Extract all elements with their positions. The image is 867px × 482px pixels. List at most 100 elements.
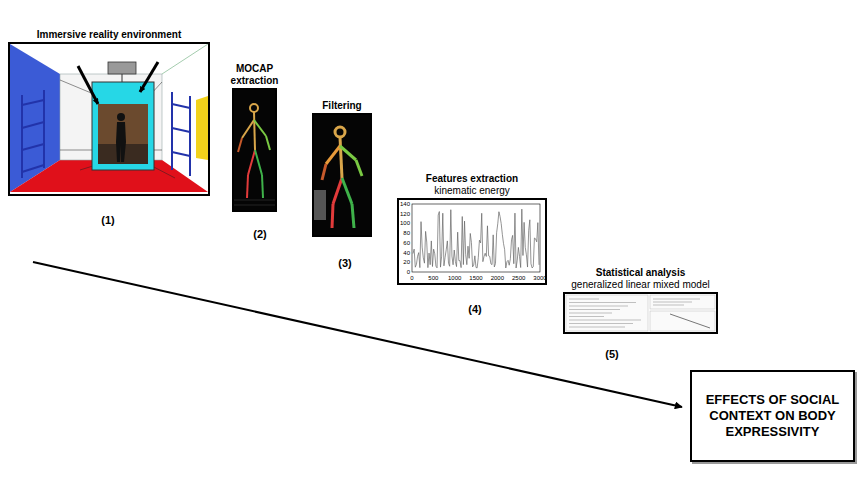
drawing-part — [117, 113, 125, 121]
axis-tick: 2000 — [491, 275, 504, 282]
drawing-part — [242, 120, 254, 138]
drawing-part — [238, 104, 270, 198]
drawing-part — [60, 150, 96, 151]
callout-number: (4) — [468, 303, 481, 315]
callout-number: (5) — [605, 348, 618, 360]
axis-tick: 40 — [403, 250, 410, 257]
callout-number: (1) — [101, 214, 114, 226]
drawing-part — [22, 165, 44, 172]
axis-tick: 2500 — [512, 275, 525, 282]
stage-title: Filtering — [306, 100, 378, 112]
drawing-part — [22, 100, 44, 105]
drawing-part — [569, 320, 641, 321]
axis-tick: 3000 — [533, 275, 546, 282]
drawing-part — [314, 190, 326, 220]
panel-heading: Immersive reality environment — [4, 29, 214, 41]
drawing-part — [569, 309, 620, 310]
drawing-part — [569, 302, 636, 303]
energy-chart — [397, 198, 547, 285]
drawing-part — [342, 178, 352, 204]
drawing-part — [43, 90, 45, 168]
axis-tick: 140 — [400, 201, 410, 208]
drawing-part — [250, 104, 258, 112]
text-area: EFFECTS OF SOCIAL CONTEXT ON BODY EXPRES… — [692, 372, 853, 460]
axis-tick: 1000 — [448, 275, 461, 282]
drawing-part — [569, 299, 599, 300]
stage-panel: MOCAP extraction — [232, 88, 277, 212]
panel-heading: Filtering — [306, 100, 378, 112]
mocap-illustration — [232, 88, 277, 212]
panel-heading: Statistical analysisgeneralized linear m… — [541, 267, 741, 291]
axis-tick: 500 — [428, 275, 438, 282]
drawing-part — [234, 200, 275, 201]
drawing-part — [352, 204, 354, 228]
stage-title: MOCAP extraction — [219, 63, 291, 87]
drawing-part — [322, 127, 362, 228]
drawing-part — [234, 200, 275, 205]
drawing-part — [247, 175, 248, 198]
drawing-part — [412, 204, 540, 272]
drawing-part — [356, 160, 362, 176]
drawing-part — [569, 316, 604, 317]
room-illustration — [9, 43, 209, 195]
software-screenshot — [563, 292, 718, 334]
drawing-part — [266, 136, 270, 150]
drawing-part — [322, 164, 326, 180]
axis-tick: 120 — [400, 211, 410, 218]
stage-title: Immersive reality environment — [4, 29, 214, 41]
axis-tick: 60 — [403, 240, 410, 247]
drawing-part — [78, 66, 98, 104]
drawing-part — [653, 305, 684, 306]
axis-tick: 1500 — [469, 275, 482, 282]
drawing-part — [238, 138, 242, 152]
stage-panel: Filtering — [312, 113, 372, 237]
callout-number: (2) — [253, 228, 266, 240]
axis-tick: 100 — [400, 220, 410, 227]
drawing-part — [563, 292, 718, 334]
drawing-part — [254, 112, 255, 150]
drawing-part — [234, 205, 275, 206]
drawing-part — [108, 62, 136, 74]
callout-number: (3) — [338, 257, 351, 269]
drawing-part — [9, 43, 209, 195]
drawing-part — [254, 120, 266, 136]
axis-tick: 80 — [403, 230, 410, 237]
drawing-part — [650, 295, 715, 309]
drawing-part — [335, 127, 345, 137]
panel-heading: Features extractionkinematic energy — [387, 173, 557, 197]
drawing-part — [262, 175, 263, 198]
drawing-part — [162, 44, 208, 74]
drawing-part — [569, 306, 628, 307]
result-text: EFFECTS OF SOCIAL CONTEXT ON BODY EXPRES… — [698, 392, 848, 440]
drawing-part — [569, 313, 612, 314]
drawing-part — [397, 198, 547, 285]
drawing-part — [60, 80, 175, 178]
stage-subtitle: generalized linear mixed model — [541, 279, 741, 291]
drawing-part — [653, 299, 700, 300]
axis-tick: 0 — [410, 275, 413, 282]
drawing-part — [566, 295, 648, 331]
stage-panel: Features extractionkinematic energy — [397, 198, 547, 285]
drawing-part — [116, 122, 126, 162]
panel-heading: MOCAP extraction — [219, 63, 291, 87]
drawing-part — [232, 88, 277, 212]
drawing-part — [248, 150, 255, 175]
drawing-part — [22, 144, 44, 150]
drawing-part — [340, 146, 356, 160]
drawing-part — [22, 122, 44, 128]
drawing-part — [140, 62, 158, 92]
drawing-part — [650, 311, 715, 331]
drawing-part — [670, 314, 710, 328]
drawing-part — [172, 152, 190, 156]
drawing-part — [326, 146, 340, 164]
stage-title: Features extraction — [387, 173, 557, 185]
drawing-part — [122, 74, 123, 82]
filtered-skeleton-illustration — [312, 113, 372, 237]
drawing-part — [255, 150, 262, 175]
drawing-part — [333, 178, 342, 204]
drawing-part — [172, 104, 190, 108]
drawing-part — [92, 82, 154, 170]
drawing-part — [332, 204, 333, 228]
drawing-part — [569, 299, 700, 327]
stage-panel: Immersive reality environment — [8, 42, 210, 196]
